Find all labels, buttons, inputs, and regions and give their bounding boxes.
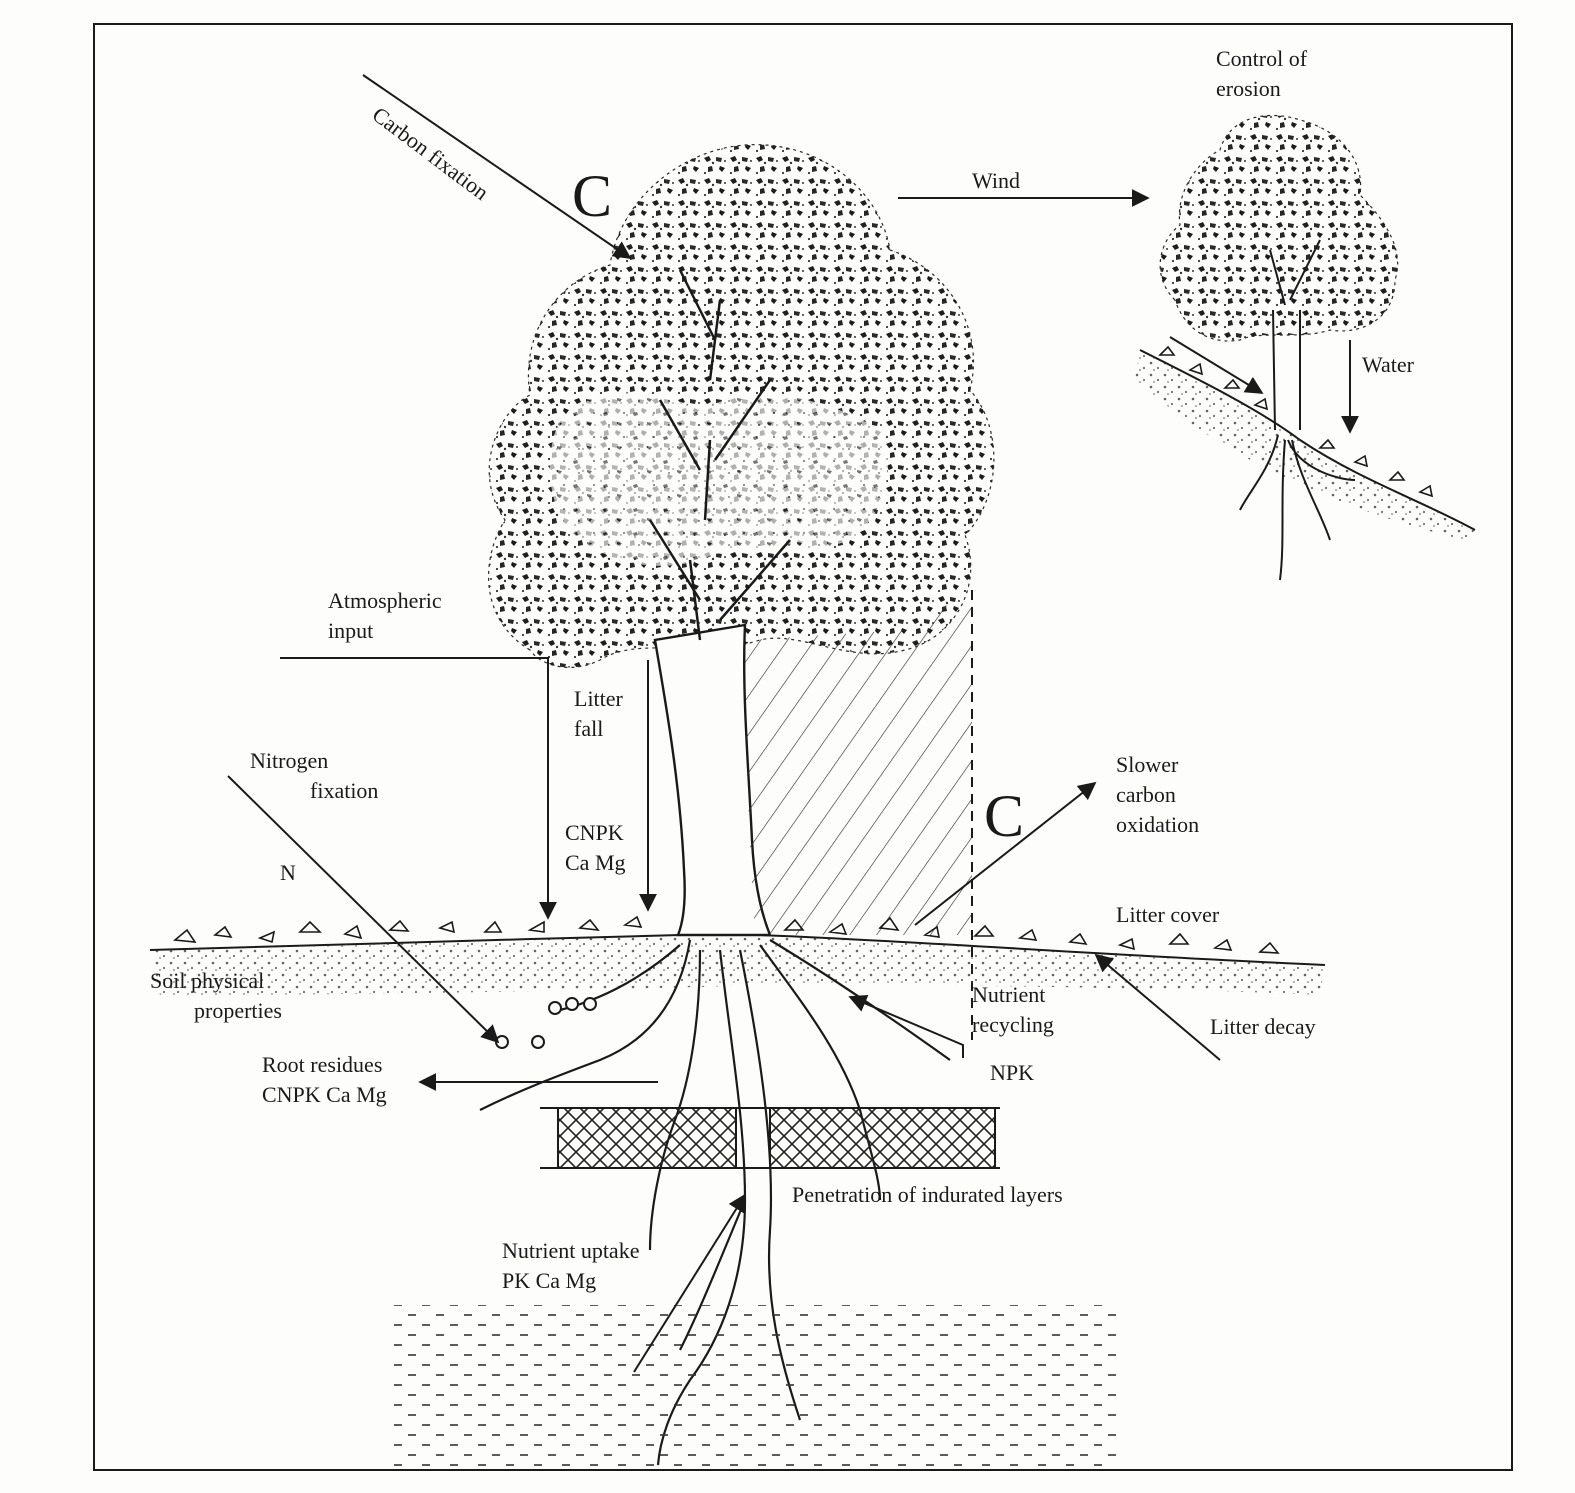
atmospheric-input-arrow bbox=[280, 657, 557, 920]
indurated-layer bbox=[540, 1107, 1000, 1169]
carbon-fixation-arrow bbox=[362, 74, 632, 260]
nutrient-recycling-arrow bbox=[848, 995, 964, 1058]
penetration-of-indurated-layers-label: Penetration of indurated layers bbox=[792, 1182, 1063, 1207]
litter-fall-label: Litter fall bbox=[574, 686, 623, 741]
slower-carbon-oxidation-arrow bbox=[914, 781, 1097, 926]
deep-soil-zone bbox=[390, 1305, 1120, 1470]
main-tree-canopy bbox=[488, 144, 995, 668]
oxidation-carbon-symbol: C bbox=[984, 783, 1025, 849]
slower-carbon-oxidation-label: Slower carbon oxidation bbox=[1116, 752, 1200, 837]
nutrient-recycling-label: Nutrient recycling bbox=[972, 982, 1054, 1037]
root-nodules bbox=[495, 997, 597, 1049]
nitrogen-fixation-arrow bbox=[227, 775, 500, 1044]
nutrient-uptake-label: Nutrient uptake PK Ca Mg bbox=[502, 1238, 640, 1293]
litter-cover-label: Litter cover bbox=[1116, 902, 1220, 927]
nitrogen-symbol: N bbox=[280, 860, 296, 885]
atmospheric-input-label: Atmospheric input bbox=[328, 588, 442, 643]
small-tree bbox=[1135, 114, 1476, 581]
flow-arrows bbox=[227, 74, 1359, 1373]
main-tree-trunk bbox=[648, 269, 791, 937]
litter-decay-arrow bbox=[1094, 953, 1221, 1061]
water-label: Water bbox=[1362, 352, 1414, 377]
cnpk-ca-mg-label: CNPK Ca Mg bbox=[565, 820, 626, 875]
small-tree-slope-arrow bbox=[1169, 336, 1264, 394]
nutrient-uptake-arrow bbox=[633, 1193, 746, 1373]
carbon-symbol: C bbox=[572, 163, 613, 229]
shaded-zone bbox=[745, 590, 972, 935]
nitrogen-fixation-label: Nitrogen fixation bbox=[250, 748, 379, 803]
root-residues-label: Root residues CNPK Ca Mg bbox=[262, 1052, 387, 1107]
wind-label: Wind bbox=[972, 168, 1020, 193]
litter-decay-label: Litter decay bbox=[1210, 1014, 1316, 1039]
soil-physical-properties-label: Soil physical properties bbox=[150, 968, 282, 1023]
npk-label: NPK bbox=[990, 1060, 1035, 1085]
control-of-erosion-label: Control of erosion bbox=[1216, 46, 1308, 101]
